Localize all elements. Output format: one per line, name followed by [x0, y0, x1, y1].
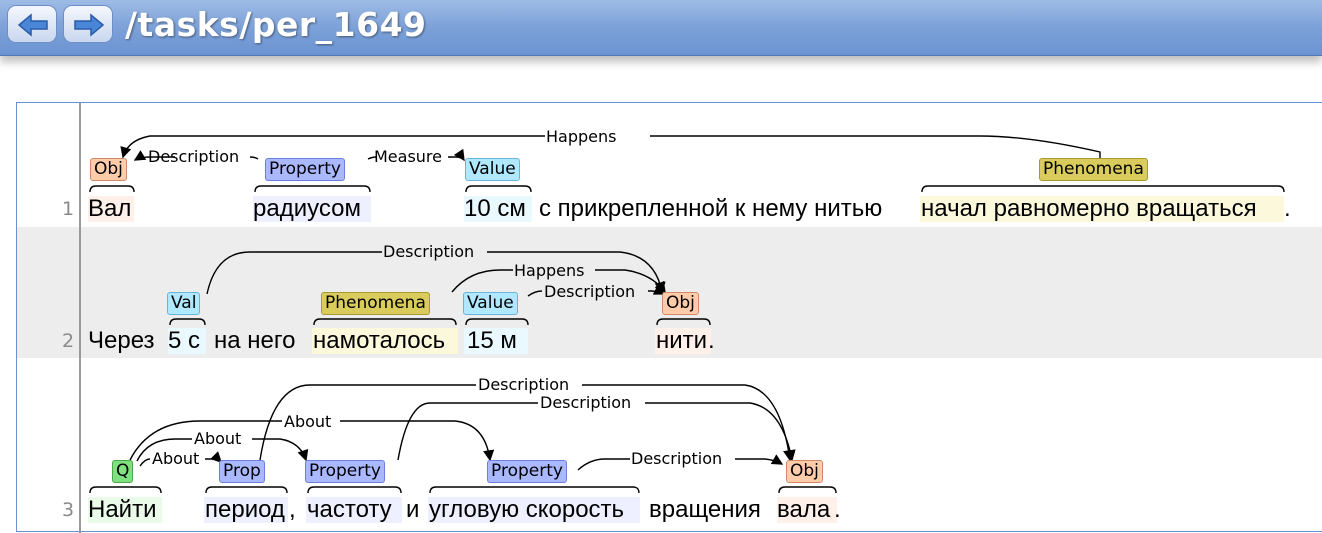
- entity-label-obj[interactable]: Obj: [786, 460, 823, 483]
- relation-label: Description: [383, 242, 474, 261]
- token-highlight: [655, 328, 711, 354]
- token[interactable]: .: [834, 496, 841, 523]
- token[interactable]: .: [1284, 195, 1291, 222]
- token[interactable]: на него: [214, 327, 296, 354]
- token-highlight: [777, 497, 837, 523]
- token[interactable]: начал равномерно вращаться: [921, 195, 1257, 222]
- token[interactable]: угловую скорость: [429, 496, 625, 523]
- token[interactable]: нити: [656, 327, 708, 354]
- token[interactable]: и: [406, 496, 420, 523]
- token-highlight: [464, 328, 528, 354]
- token-highlight: [168, 328, 206, 354]
- token[interactable]: 15 м: [467, 327, 517, 354]
- line-number: 2: [62, 330, 75, 352]
- token[interactable]: вала: [777, 496, 831, 523]
- token[interactable]: вращения: [649, 496, 761, 523]
- token[interactable]: с прикрепленной к нему нитью: [539, 195, 883, 222]
- entity-label-val[interactable]: Val: [167, 292, 201, 315]
- token-highlight: [464, 196, 532, 222]
- relation-label: Description: [544, 282, 635, 301]
- relation-label: Measure: [374, 147, 442, 166]
- relation-label: About: [284, 412, 331, 431]
- entity-label-value[interactable]: Value: [463, 292, 518, 315]
- relation-label: Description: [148, 147, 239, 166]
- entity-label-prop[interactable]: Prop: [219, 460, 265, 483]
- forward-button[interactable]: [63, 5, 113, 43]
- token[interactable]: 5 с: [168, 327, 201, 354]
- token[interactable]: Найти: [88, 496, 157, 523]
- line-number: 3: [62, 499, 75, 521]
- token[interactable]: 10 см: [464, 195, 526, 222]
- entity-label-phenomena[interactable]: Phenomena: [321, 292, 430, 315]
- relation-label: About: [194, 429, 241, 448]
- relation-label: Description: [540, 393, 631, 412]
- token-highlight: [204, 497, 288, 523]
- entity-label-value[interactable]: Value: [465, 158, 520, 181]
- token-highlight: [88, 497, 162, 523]
- token[interactable]: намоталось: [313, 327, 446, 354]
- entity-label-q[interactable]: Q: [112, 460, 134, 483]
- token-highlight: [312, 328, 458, 354]
- header-bar: /tasks/per_1649: [0, 0, 1322, 56]
- forward-arrow-icon: [74, 13, 105, 37]
- relation-label: Happens: [514, 261, 584, 280]
- token-highlight: [88, 196, 134, 222]
- line-gutter: [79, 103, 81, 533]
- token[interactable]: Через: [88, 327, 155, 354]
- entity-label-obj[interactable]: Obj: [662, 292, 699, 315]
- token-highlight: [920, 196, 1284, 222]
- token[interactable]: ,: [289, 496, 296, 523]
- line-number: 1: [62, 198, 75, 220]
- token[interactable]: .: [708, 327, 715, 354]
- relation-label: Happens: [546, 127, 616, 146]
- token[interactable]: период: [205, 496, 285, 523]
- entity-label-property[interactable]: Property: [305, 460, 385, 483]
- entity-label-obj[interactable]: Obj: [90, 158, 127, 181]
- relation-label: About: [152, 449, 199, 468]
- back-button[interactable]: [7, 5, 57, 43]
- entity-label-property[interactable]: Property: [487, 460, 567, 483]
- token-highlight: [253, 196, 371, 222]
- token[interactable]: радиусом: [253, 195, 361, 222]
- back-arrow-icon: [17, 13, 48, 37]
- token[interactable]: частоту: [307, 496, 392, 523]
- relation-label: Description: [631, 449, 722, 468]
- relation-label: Description: [478, 375, 569, 394]
- entity-label-phenomena[interactable]: Phenomena: [1039, 158, 1148, 181]
- token[interactable]: Вал: [88, 195, 132, 222]
- token-highlight: [428, 497, 640, 523]
- entity-label-property[interactable]: Property: [265, 158, 345, 181]
- token-highlight: [306, 497, 402, 523]
- page-title: /tasks/per_1649: [125, 5, 427, 44]
